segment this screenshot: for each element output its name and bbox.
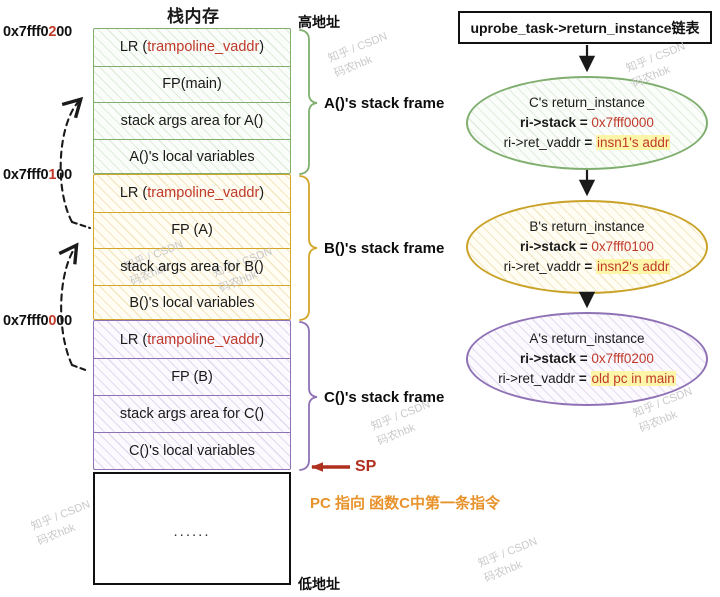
- cell-text: FP (B): [171, 369, 213, 385]
- stack-frame-a: LR (trampoline_vaddr) FP(main) stack arg…: [93, 28, 291, 175]
- ri-stack-row: ri->stack = 0x7fff0000: [520, 114, 654, 130]
- frame-bracket-b: [299, 175, 318, 321]
- high-address-label: 高地址: [298, 14, 340, 30]
- ri-ret-row: ri->ret_vaddr = old pc in main: [498, 371, 676, 387]
- return-instance-node-b: B's return_instance ri->stack = 0x7fff01…: [466, 200, 708, 294]
- address-label-0x7fff0000: 0x7fff0000: [3, 313, 72, 329]
- watermark: 知乎 / CSDN 码农hbk: [326, 30, 389, 80]
- stack-cell-b-args: stack args area for B(): [94, 248, 290, 285]
- frame-label-a: A()'s stack frame: [324, 95, 445, 112]
- ri-ret-row: ri->ret_vaddr = insn1's addr: [503, 135, 671, 151]
- ri-ret-value: insn2's addr: [595, 259, 671, 275]
- stack-cell-b-fp: FP (A): [94, 211, 290, 248]
- ri-title: C's return_instance: [529, 94, 645, 110]
- addr-highlight-digit: 0: [48, 313, 57, 329]
- address-label-0x7fff0200: 0x7fff0200: [3, 24, 72, 40]
- unused-stack-region: ......: [93, 472, 291, 585]
- stack-cell-c-locals: C()'s local variables: [94, 432, 290, 469]
- pc-note: PC 指向 函数C中第一条指令: [310, 495, 501, 512]
- low-address-label: 低地址: [298, 576, 340, 592]
- cell-text: stack args area for C(): [119, 406, 265, 422]
- cell-text: FP(main): [162, 76, 222, 93]
- cell-text: stack args area for B(): [120, 258, 264, 275]
- ellipsis-text: ......: [173, 523, 211, 540]
- addr-highlight-digit: 1: [48, 167, 57, 183]
- stack-cell-c-args: stack args area for C(): [94, 395, 290, 432]
- sp-pointer: SP: [310, 458, 376, 476]
- frame-label-b: B()'s stack frame: [324, 240, 445, 257]
- cell-text: LR (trampoline_vaddr): [119, 185, 265, 202]
- cell-text: B()'s local variables: [129, 295, 255, 312]
- cell-text: stack args area for A(): [120, 112, 264, 129]
- cell-text: A()'s local variables: [129, 149, 255, 166]
- addr-suffix: 00: [56, 167, 72, 183]
- stack-cell-a-lr: LR (trampoline_vaddr): [94, 29, 290, 66]
- frame-bracket-c: [299, 321, 318, 471]
- ri-stack-key: ri->stack: [520, 114, 576, 130]
- stack-cell-c-fp: FP (B): [94, 358, 290, 395]
- ri-ret-key: ri->ret_vaddr: [503, 135, 581, 151]
- cell-text: LR (trampoline_vaddr): [119, 39, 265, 56]
- stack-cell-a-args: stack args area for A(): [94, 102, 290, 139]
- stack-cell-a-locals: A()'s local variables: [94, 138, 290, 175]
- addr-prefix: 0x7fff0: [3, 24, 49, 40]
- addr-suffix: 00: [56, 313, 72, 329]
- cell-text: FP (A): [171, 222, 213, 239]
- ri-ret-value: old pc in main: [590, 371, 676, 387]
- addr-prefix: 0x7fff0: [3, 167, 49, 183]
- stack-cell-b-locals: B()'s local variables: [94, 284, 290, 321]
- ri-stack-value: 0x7fff0100: [591, 238, 654, 254]
- ri-ret-key: ri->ret_vaddr: [503, 259, 581, 275]
- return-instance-node-a: A's return_instance ri->stack = 0x7fff02…: [466, 312, 708, 406]
- chain-header-box: uprobe_task->return_instance链表: [458, 11, 712, 44]
- watermark: 知乎 / CSDN 码农hbk: [29, 498, 92, 548]
- ri-stack-key: ri->stack: [520, 350, 576, 366]
- watermark: 知乎 / CSDN 码农hbk: [476, 535, 539, 585]
- cell-text: LR (trampoline_vaddr): [119, 331, 265, 348]
- trampoline-vaddr-text: trampoline_vaddr: [147, 39, 260, 56]
- sp-label: SP: [355, 458, 377, 475]
- stack-cell-c-lr: LR (trampoline_vaddr): [94, 321, 290, 358]
- stack-memory-box: LR (trampoline_vaddr) FP(main) stack arg…: [93, 28, 291, 472]
- ri-ret-value: insn1's addr: [595, 135, 671, 151]
- ri-stack-row: ri->stack = 0x7fff0200: [520, 350, 654, 366]
- addr-suffix: 00: [56, 24, 72, 40]
- stack-cell-a-fp: FP(main): [94, 65, 290, 102]
- stack-memory-title: 栈内存: [167, 7, 220, 26]
- address-label-0x7fff0100: 0x7fff0100: [3, 167, 72, 183]
- stack-cell-b-lr: LR (trampoline_vaddr): [94, 175, 290, 212]
- addr-prefix: 0x7fff0: [3, 313, 49, 329]
- trampoline-vaddr-text: trampoline_vaddr: [147, 331, 260, 348]
- fp-arrow-stubs: [70, 220, 92, 373]
- ri-stack-value: 0x7fff0000: [591, 114, 654, 130]
- ri-ret-key: ri->ret_vaddr: [498, 371, 576, 387]
- ri-stack-value: 0x7fff0200: [591, 350, 654, 366]
- trampoline-vaddr-text: trampoline_vaddr: [147, 185, 260, 202]
- left-arrow-icon: [311, 462, 350, 472]
- ri-title: A's return_instance: [529, 330, 645, 346]
- ri-title: B's return_instance: [529, 218, 645, 234]
- return-instance-node-c: C's return_instance ri->stack = 0x7fff00…: [466, 76, 708, 170]
- frame-bracket-a: [299, 29, 318, 175]
- ri-stack-key: ri->stack: [520, 238, 576, 254]
- ri-stack-row: ri->stack = 0x7fff0100: [520, 238, 654, 254]
- frame-label-c: C()'s stack frame: [324, 389, 445, 406]
- stack-frame-b: LR (trampoline_vaddr) FP (A) stack args …: [93, 174, 291, 321]
- stack-frame-c: LR (trampoline_vaddr) FP (B) stack args …: [93, 320, 291, 470]
- addr-highlight-digit: 2: [48, 24, 57, 40]
- ri-ret-row: ri->ret_vaddr = insn2's addr: [503, 259, 671, 275]
- cell-text: C()'s local variables: [128, 443, 256, 459]
